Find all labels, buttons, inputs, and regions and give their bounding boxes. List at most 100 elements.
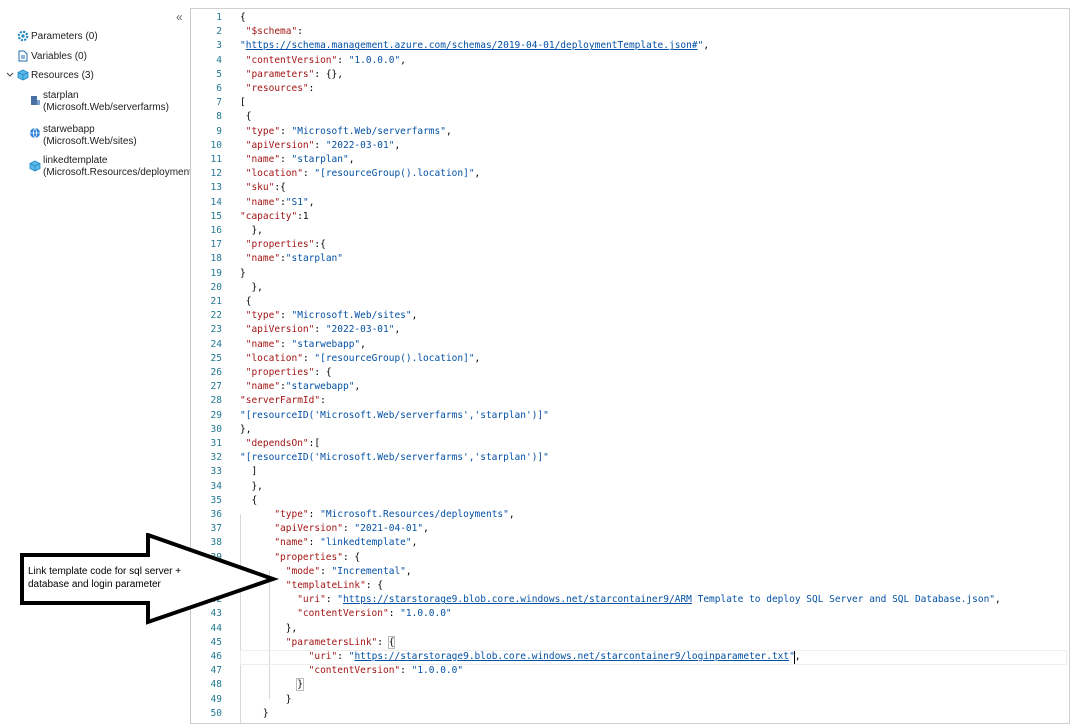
code-line[interactable]: "uri": "https://starstorage9.blob.core.w… — [240, 651, 801, 662]
app-service-plan-icon — [31, 96, 40, 105]
outline-resource-starplan[interactable]: starplan (Microsoft.Web/serverfarms) — [43, 90, 169, 114]
code-line[interactable]: "type": "Microsoft.Web/serverfarms", — [240, 126, 452, 137]
code-line[interactable]: "$schema": — [240, 26, 303, 37]
code-line[interactable]: "name": "linkedtemplate", — [240, 537, 417, 548]
code-line[interactable]: "properties": { — [240, 552, 360, 563]
line-number: 27 — [210, 381, 222, 393]
chevron-down-icon[interactable] — [6, 72, 14, 78]
line-number: 33 — [210, 466, 222, 478]
code-token: : — [308, 537, 321, 549]
line-number: 3 — [216, 40, 222, 52]
code-token: "capacity" — [240, 210, 298, 222]
code-link[interactable]: https://schema.management.azure.com/sche… — [245, 40, 698, 52]
code-line[interactable]: "apiVersion": "2022-03-01", — [240, 324, 400, 335]
code-line[interactable]: { — [240, 12, 246, 23]
resource-name: starwebapp — [43, 124, 95, 135]
code-line[interactable]: "properties":{ — [240, 239, 326, 250]
code-line[interactable]: } — [240, 708, 269, 719]
code-line[interactable]: "apiVersion": "2021-04-01", — [240, 523, 428, 534]
code-line[interactable]: "dependsOn":[ — [240, 438, 320, 449]
code-token: }, — [240, 480, 263, 492]
code-line[interactable]: "capacity":1 — [240, 211, 309, 222]
code-line[interactable]: "contentVersion": "1.0.0.0" — [240, 608, 451, 619]
code-line[interactable]: "parameters": {}, — [240, 69, 343, 80]
code-line[interactable]: [ — [240, 97, 246, 108]
code-line[interactable]: "type": "Microsoft.Resources/deployments… — [240, 509, 514, 520]
code-line[interactable]: "name":"starplan" — [240, 253, 343, 264]
code-line[interactable]: "type": "Microsoft.Web/sites", — [240, 310, 418, 321]
code-link[interactable]: https://starstorage9.blob.core.windows.n… — [343, 594, 692, 606]
code-line[interactable]: "serverFarmId": — [240, 395, 326, 406]
code-line[interactable]: "location": "[resourceGroup().location]"… — [240, 168, 481, 179]
code-line[interactable]: }, — [240, 225, 262, 236]
code-line[interactable]: "contentVersion": "1.0.0.0" — [240, 665, 463, 676]
code-token: "name" — [245, 253, 281, 265]
code-line[interactable]: "https://schema.management.azure.com/sch… — [240, 40, 709, 51]
outline-parameters[interactable]: Parameters (0) — [31, 31, 98, 42]
code-token: , — [308, 196, 315, 208]
code-line[interactable]: "mode": "Incremental", — [240, 566, 412, 577]
code-token: } — [240, 267, 246, 279]
cube-icon — [17, 69, 29, 81]
code-line[interactable]: { — [240, 296, 252, 307]
line-number: 35 — [210, 494, 222, 506]
code-line[interactable]: }, — [240, 623, 297, 634]
code-token: "apiVersion" — [245, 324, 315, 336]
outline-resource-linkedtemplate[interactable]: linkedtemplate (Microsoft.Resources/depl… — [43, 155, 190, 179]
line-number: 23 — [210, 324, 222, 336]
code-line[interactable]: }, — [240, 480, 263, 492]
code-line[interactable]: "name":"starwebapp", — [240, 381, 360, 392]
code-token: { — [240, 12, 246, 23]
code-line[interactable]: "templateLink": { — [240, 580, 383, 591]
code-token: : { — [314, 367, 332, 378]
code-line[interactable]: } — [240, 678, 304, 692]
code-line[interactable]: "sku":{ — [240, 182, 286, 193]
code-line[interactable]: "apiVersion": "2022-03-01", — [240, 140, 400, 151]
code-line[interactable]: "location": "[resourceGroup().location]"… — [240, 353, 481, 364]
line-number: 7 — [216, 97, 222, 109]
code-token: , — [400, 54, 406, 66]
code-token: " — [789, 651, 795, 662]
code-line[interactable]: } — [240, 694, 292, 705]
code-line[interactable]: "properties": { — [240, 367, 332, 378]
code-line[interactable]: "resources": — [240, 83, 315, 94]
code-link[interactable]: https://starstorage9.blob.core.windows.n… — [354, 651, 790, 662]
code-line[interactable]: "[resourceID('Microsoft.Web/serverfarms'… — [240, 410, 549, 421]
code-token: "type" — [245, 125, 281, 137]
code-line[interactable]: "[resourceID('Microsoft.Web/serverfarms'… — [240, 452, 549, 463]
resource-type: (Microsoft.Web/sites) — [43, 136, 137, 147]
line-number: 12 — [210, 168, 222, 180]
text-cursor — [794, 651, 795, 664]
code-token: : — [400, 665, 412, 677]
outline-variables[interactable]: Variables (0) — [31, 51, 87, 62]
code-line[interactable]: }, — [240, 282, 262, 293]
panel-divider[interactable] — [190, 8, 191, 724]
code-line[interactable]: "uri": "https://starstorage9.blob.core.w… — [240, 594, 1001, 605]
code-token: : — [280, 196, 286, 208]
line-number: 29 — [210, 409, 222, 421]
code-line[interactable]: "name":"S1", — [240, 196, 315, 208]
code-line[interactable]: { — [240, 495, 257, 506]
code-token: "properties" — [245, 239, 315, 251]
code-token: "type" — [274, 509, 309, 520]
code-line[interactable]: "name": "starwebapp", — [240, 339, 366, 350]
code-line[interactable]: ] — [240, 466, 257, 477]
collapse-panel-button[interactable]: « — [176, 10, 183, 24]
code-line[interactable]: }, — [240, 424, 251, 435]
code-line[interactable]: } — [240, 268, 246, 279]
code-token: : { — [365, 580, 384, 591]
outline-resource-starwebapp[interactable]: starwebapp (Microsoft.Web/sites) — [43, 124, 137, 148]
code-line[interactable]: "parametersLink": { — [240, 635, 396, 649]
code-line[interactable]: "name": "starplan", — [240, 154, 355, 165]
code-token: } — [296, 678, 304, 692]
line-number: 32 — [210, 452, 222, 464]
code-line[interactable]: { — [240, 111, 252, 122]
cube-icon — [29, 160, 41, 172]
code-editor[interactable]: 1{2 "$schema":3"https://schema.managemen… — [191, 8, 1070, 724]
code-line[interactable]: "contentVersion": "1.0.0.0", — [240, 55, 406, 66]
code-token: , — [394, 139, 401, 151]
code-token: "sku" — [245, 182, 275, 194]
outline-resources[interactable]: Resources (3) — [31, 70, 94, 81]
code-token: "apiVersion" — [245, 139, 315, 151]
code-token: "Microsoft.Web/serverfarms" — [291, 125, 446, 137]
